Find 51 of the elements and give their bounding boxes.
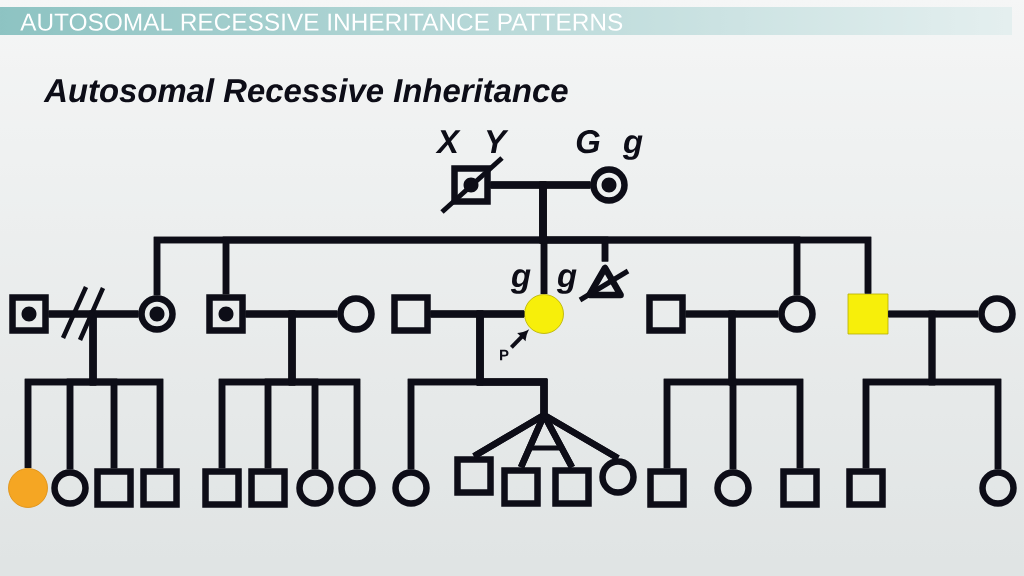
- dot: [601, 177, 617, 193]
- descent-line: [928, 310, 1002, 470]
- circle-symbol: [296, 469, 334, 507]
- square-symbol: [9, 294, 49, 334]
- square-symbol: [846, 468, 886, 508]
- square-symbol: [647, 468, 687, 508]
- genotype-label: Y: [486, 130, 509, 153]
- circle-symbol: [337, 295, 375, 333]
- square-symbol: [202, 468, 242, 508]
- descent-line: [89, 310, 164, 469]
- heading: Autosomal Recessive Inheritance: [43, 78, 568, 103]
- descent-line: [728, 310, 804, 469]
- circle-symbol: [778, 295, 816, 333]
- circle-symbol: [714, 469, 752, 507]
- genotype-label: G: [576, 130, 600, 154]
- circle-symbol: [138, 295, 176, 333]
- circle-symbol: [392, 469, 430, 507]
- circle-symbol: [51, 469, 89, 507]
- dot: [463, 177, 479, 193]
- square-symbol: [780, 468, 820, 508]
- dot: [218, 306, 234, 322]
- square-symbol: [646, 294, 686, 334]
- square-symbol: [140, 468, 180, 508]
- square-symbol: [501, 467, 541, 507]
- circle-symbol: [978, 295, 1016, 333]
- circle-symbol: [599, 458, 637, 496]
- square-symbol: [454, 456, 494, 496]
- descent-line: [476, 310, 620, 462]
- genotype-label: g: [622, 135, 643, 160]
- square-symbol: [451, 165, 491, 205]
- dot: [149, 306, 165, 322]
- descent-line: [288, 310, 361, 470]
- filled-circle: [8, 468, 48, 508]
- square-symbol: [391, 294, 431, 334]
- circle-symbol: [590, 166, 628, 204]
- genotype-label: g: [510, 269, 531, 294]
- banner-title: AUTOSOMAL RECESSIVE INHERITANCE PATTERNS: [20, 13, 623, 31]
- genotype-label: g: [556, 269, 577, 294]
- arrow: [509, 330, 528, 349]
- genotype-label: X: [435, 130, 461, 153]
- filled-square: [847, 293, 889, 335]
- circle-symbol: [979, 469, 1017, 507]
- filled-circle: [524, 294, 564, 334]
- circle-symbol: [338, 469, 376, 507]
- square-symbol: [248, 468, 288, 508]
- square-symbol: [94, 468, 134, 508]
- triangle-symbol: [586, 264, 624, 299]
- square-symbol: [206, 294, 246, 334]
- dot: [21, 306, 37, 322]
- square-symbol: [552, 467, 592, 507]
- pointer-label: P: [500, 349, 509, 361]
